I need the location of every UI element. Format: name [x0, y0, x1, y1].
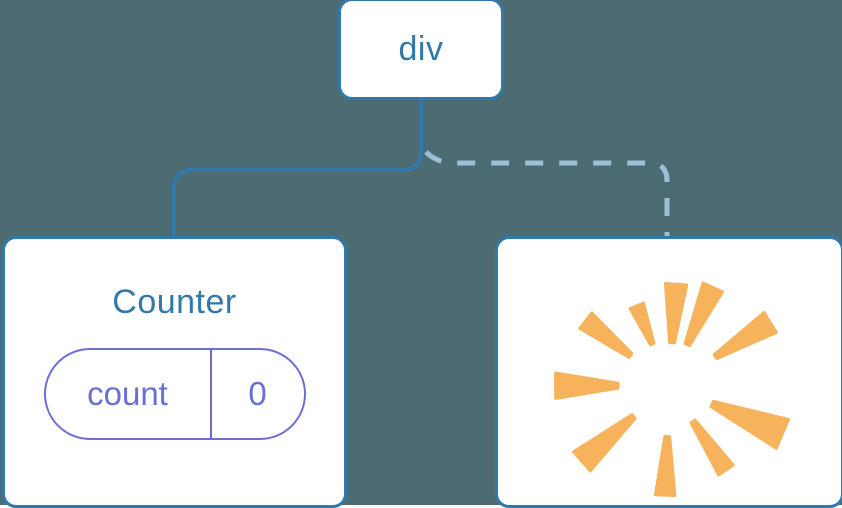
- state-pill-divider: [209, 350, 212, 438]
- node-counter-label: Counter: [112, 283, 237, 321]
- ray-nw: [578, 311, 634, 359]
- burst-sparkle-icon: [554, 281, 790, 497]
- state-pill-value: 0: [248, 375, 267, 412]
- state-pill-key: count: [87, 375, 168, 412]
- state-pill-count[interactable]: count 0: [43, 348, 306, 440]
- ray-sw: [572, 413, 637, 473]
- node-counter[interactable]: Counter count 0: [2, 236, 347, 508]
- node-rerender-burst[interactable]: [495, 236, 842, 508]
- ray-nnw: [628, 301, 656, 347]
- edge-root-to-counter: [172, 98, 423, 240]
- ray-w: [554, 371, 620, 400]
- ray-n: [663, 282, 689, 345]
- node-div[interactable]: div: [338, 0, 504, 100]
- edge-root-to-rerender: [424, 150, 670, 238]
- ray-sse: [689, 418, 735, 477]
- ray-nne: [683, 281, 725, 348]
- ray-s: [653, 434, 677, 497]
- ray-e: [709, 399, 790, 450]
- node-div-label: div: [398, 29, 444, 68]
- ray-ne: [712, 311, 778, 361]
